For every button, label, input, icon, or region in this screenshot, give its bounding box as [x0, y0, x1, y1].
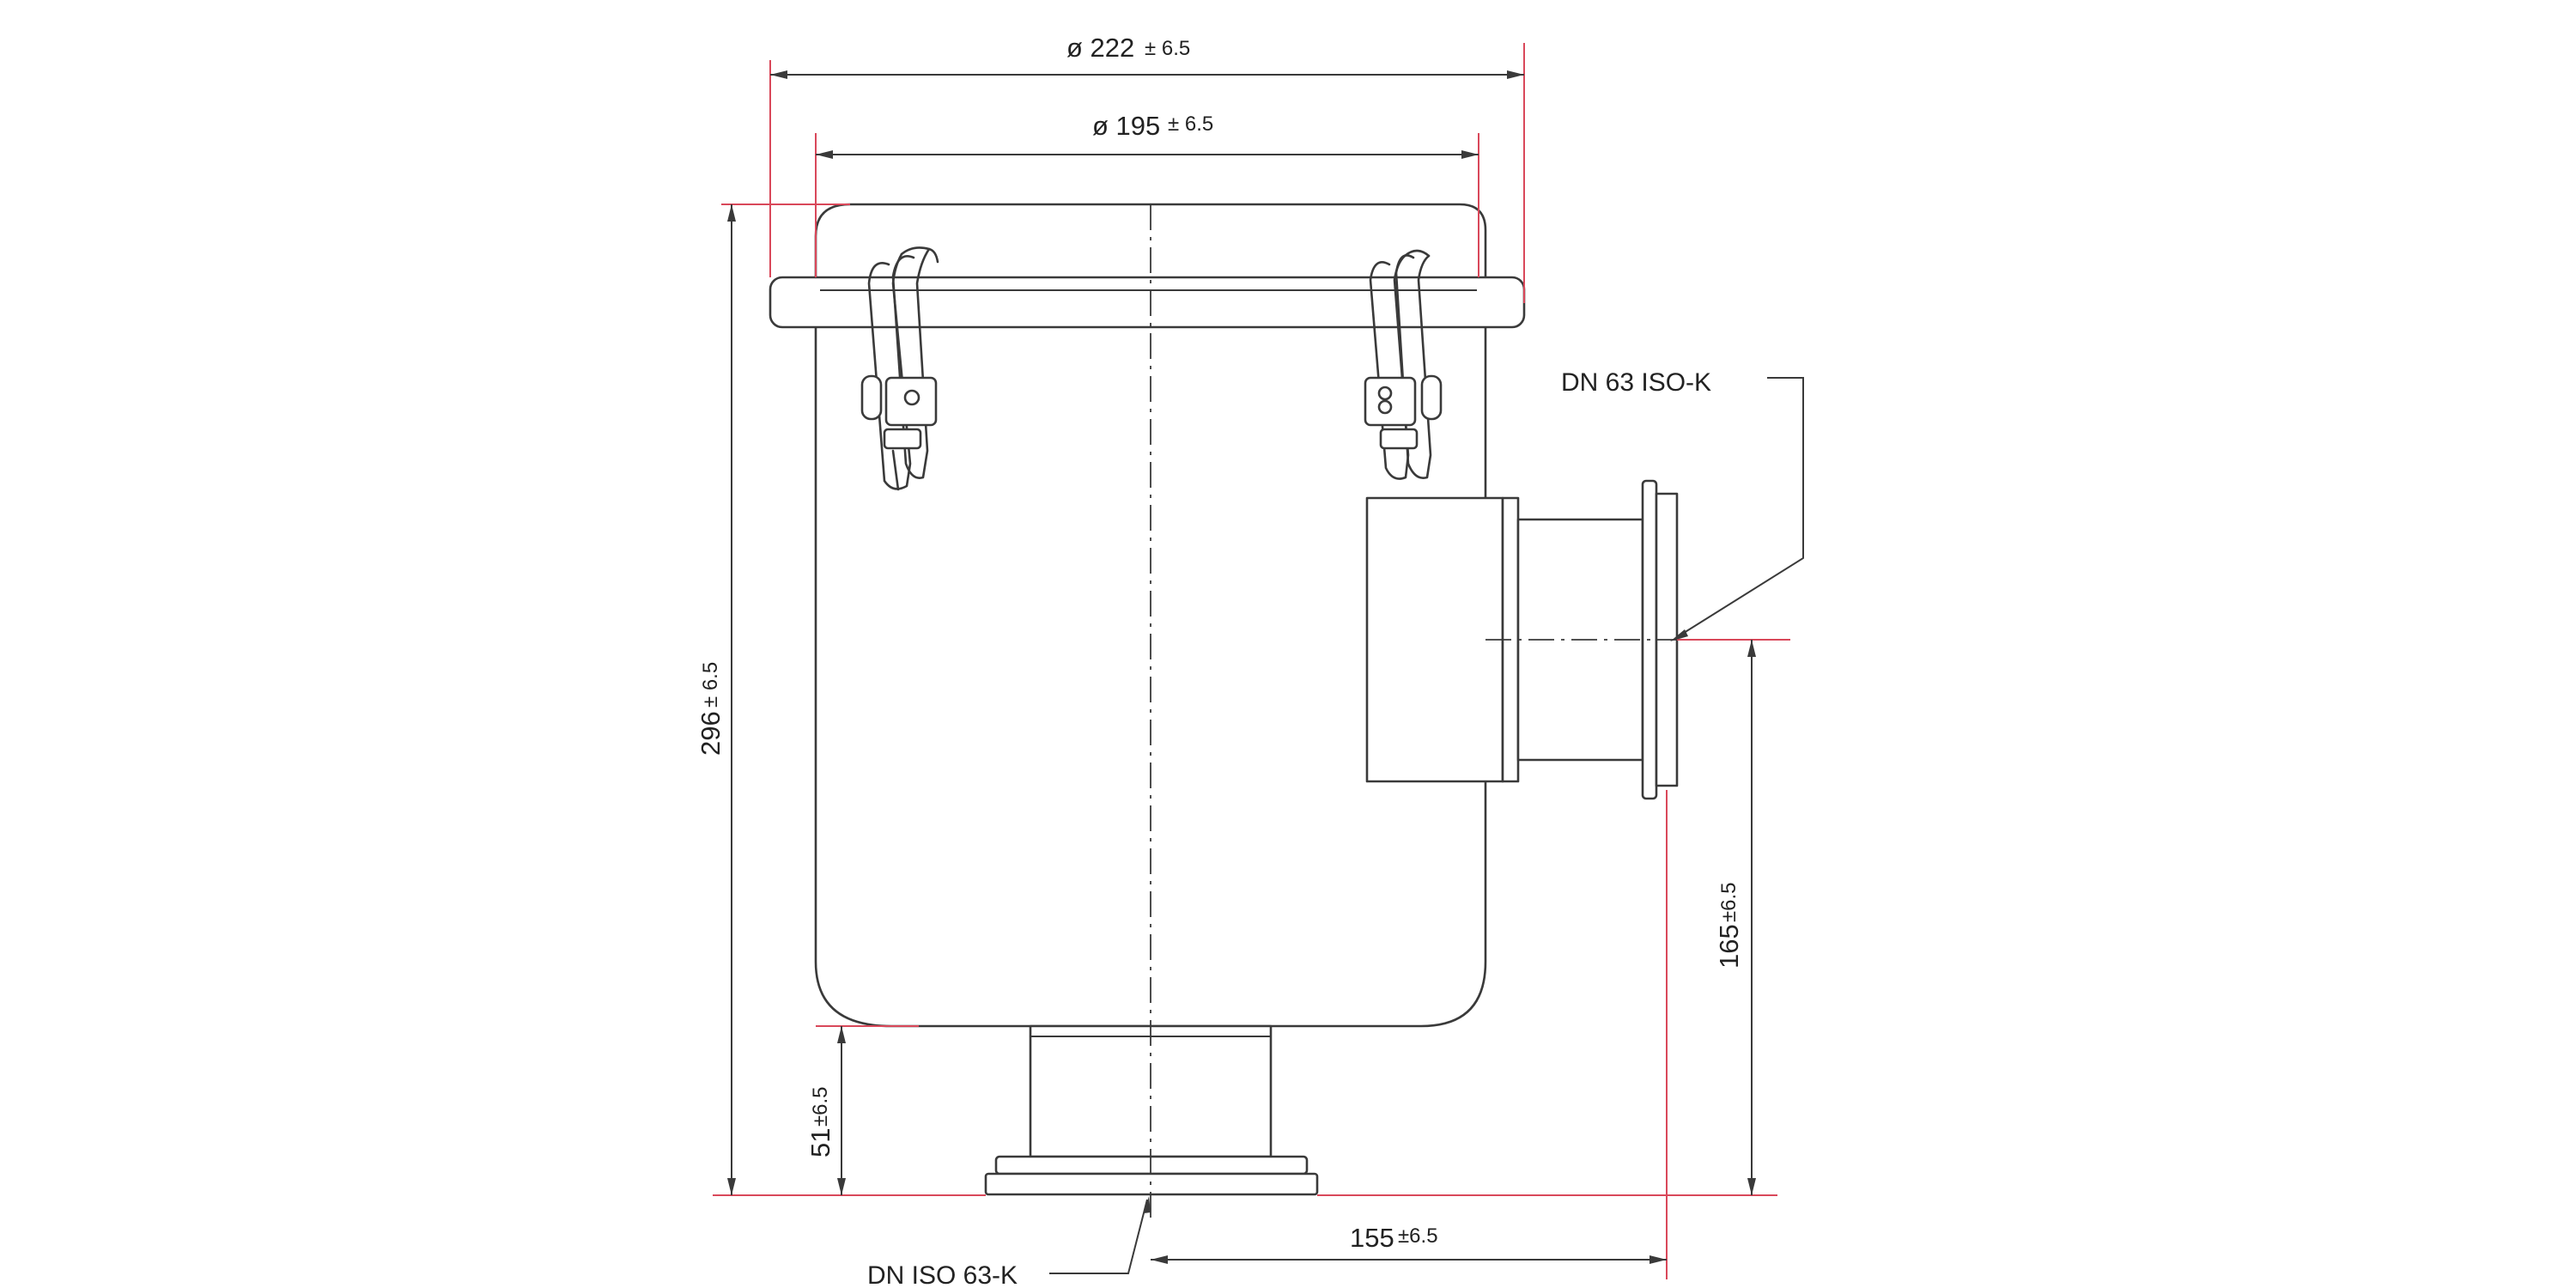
lid-flange	[769, 276, 1526, 329]
dim-side-port-offset-tolerance: ±6.5	[1398, 1224, 1438, 1248]
bottom-port-label: DN ISO 63-K	[867, 1261, 1018, 1288]
dim-top-outer-tolerance: ± 6.5	[1145, 37, 1190, 60]
dim-top-outer	[769, 43, 1525, 303]
dim-side-port-offset-value: 155	[1350, 1223, 1394, 1253]
dim-bottom-neck	[816, 1025, 919, 1195]
dim-side-port-height	[1317, 639, 1790, 1196]
dim-top-inner-tolerance: ± 6.5	[1168, 112, 1213, 136]
dim-total-height-tolerance: ± 6.5	[699, 662, 722, 708]
dim-side-port-offset	[1151, 790, 1668, 1279]
bottom-port-leader	[1049, 1196, 1151, 1274]
dim-top-outer-value: ø 222	[1066, 33, 1134, 63]
dim-total-height	[713, 204, 986, 1196]
bottom-port	[984, 1024, 1319, 1196]
dim-bottom-neck-tolerance: ±6.5	[809, 1086, 832, 1127]
right-clamp	[1364, 249, 1443, 480]
side-port-label: DN 63 ISO-K	[1561, 368, 1711, 397]
side-port-leader	[1670, 377, 1804, 641]
left-clamp	[860, 246, 939, 491]
dim-side-port-height-value: 165	[1714, 924, 1744, 969]
dim-bottom-neck-value: 51	[805, 1128, 835, 1157]
dim-top-inner-value: ø 195	[1092, 111, 1160, 141]
dim-total-height-value: 296	[696, 711, 726, 756]
dim-side-port-height-tolerance: ±6.5	[1717, 882, 1741, 922]
